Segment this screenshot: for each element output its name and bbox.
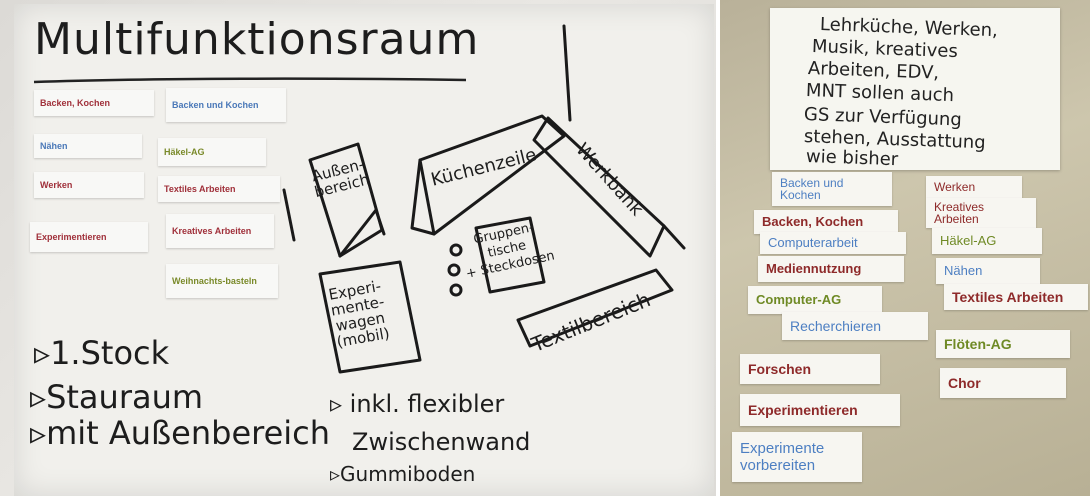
board-title: Multifunktionsraum [34,14,480,65]
rcard-werken: Werken [926,176,1022,198]
bullet-stock: ▹1.Stock [34,334,170,372]
title-underline [33,77,467,84]
card-naehen: Nähen [34,134,142,158]
photo-left-whiteboard: Multifunktionsraum Backen, Kochen Backen… [0,0,716,496]
rcard-floeten-ag: Flöten-AG [936,330,1070,358]
rcard-backen-kochen: Backen, Kochen [754,210,898,234]
card-experimentieren: Experimentieren [30,222,148,252]
bullet-gummiboden: ▹Gummiboden [330,462,476,486]
note-line-7: wie bisher [805,146,899,171]
card-weihnachtsbasteln: Weihnachts-basteln [166,264,278,298]
bullet-aussenbereich: ▹mit Außenbereich [30,414,331,452]
rcard-recherchieren: Recherchieren [782,312,928,340]
bullet-flexible-wand: ▹ inkl. flexibler [330,390,505,418]
card-backen-kochen: Backen, Kochen [34,90,154,116]
rcard-experimentieren: Experimentieren [740,394,900,426]
rcard-textiles-arbeiten: Textiles Arbeiten [944,284,1088,310]
rcard-experimente-vorbereiten: Experimente vorbereiten [732,432,862,482]
handwritten-note [770,8,1060,170]
rcard-backen-und-kochen: Backen und Kochen [772,172,892,206]
bullet-stauraum: ▹Stauraum [30,378,204,416]
card-textiles-arbeiten: Textiles Arbeiten [158,176,280,202]
rcard-chor: Chor [940,368,1066,398]
card-backen-und-kochen: Backen und Kochen [166,88,286,122]
room-sketch [282,24,686,374]
card-haekel-ag: Häkel-AG [158,138,266,166]
card-werken: Werken [34,172,144,198]
rcard-computer-ag: Computer-AG [748,286,882,314]
bullet-zwischenwand: Zwischenwand [352,428,531,456]
label-experimentwagen: Experi- mente- wagen (mobil) [327,276,391,352]
rcard-haekel-ag: Häkel-AG [932,228,1042,254]
rcard-mediennutzung: Mediennutzung [758,256,904,282]
rcard-computerarbeit: Computerarbeit [760,232,906,254]
rcard-forschen: Forschen [740,354,880,384]
rcard-naehen: Nähen [936,258,1040,284]
card-kreatives-arbeiten: Kreatives Arbeiten [166,214,274,248]
rcard-kreatives-arbeiten: Kreatives Arbeiten [926,198,1036,228]
